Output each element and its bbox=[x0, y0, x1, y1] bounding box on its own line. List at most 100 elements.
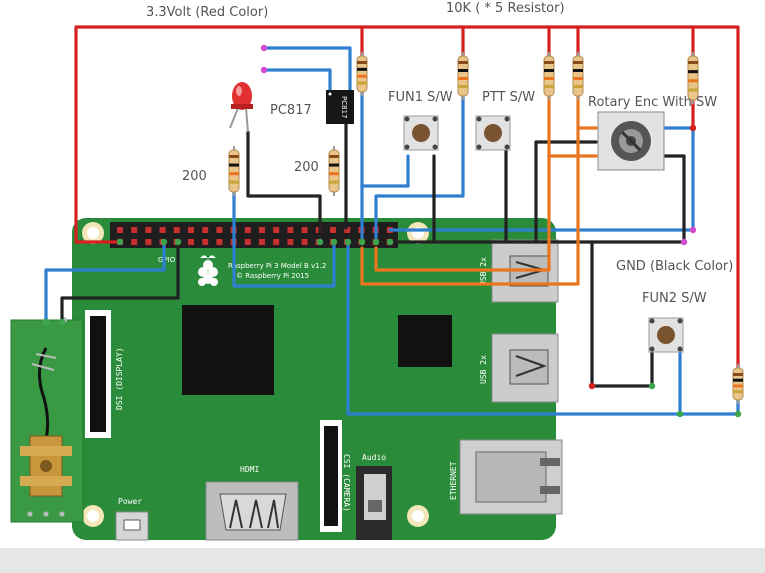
board-model: Raspberry Pi 3 Model B v1.2 bbox=[228, 262, 326, 270]
gpio-pin bbox=[131, 239, 138, 245]
label-fun2: FUN2 S/W bbox=[642, 291, 707, 306]
sma-connector-icon bbox=[20, 435, 72, 497]
gpio-pin bbox=[131, 227, 138, 233]
label-fun1: FUN1 S/W bbox=[388, 90, 453, 105]
gpio-pin bbox=[244, 239, 251, 245]
raspberry-pi-board: GPIO Raspberry Pi 3 Model B v1.2 © Raspb… bbox=[72, 218, 563, 541]
push-buttons bbox=[403, 115, 684, 353]
wire-blue-pc817-top bbox=[262, 46, 352, 94]
gpio-pin bbox=[145, 227, 152, 233]
gpio-pin bbox=[216, 239, 223, 245]
label-rotary: Rotary Enc With SW bbox=[588, 95, 717, 110]
wire-dot bbox=[680, 238, 688, 246]
gpio-pin bbox=[273, 239, 280, 245]
label-resistors: 10K ( * 5 Resistor) bbox=[446, 1, 565, 16]
wire-blue-led bbox=[232, 190, 336, 288]
resistor-icon bbox=[687, 52, 699, 104]
gpio-pin bbox=[202, 239, 209, 245]
label-red-wire: 3.3Volt (Red Color) bbox=[146, 5, 268, 20]
gpio-pin bbox=[145, 239, 152, 245]
wire-blue-pc817-mid bbox=[262, 68, 332, 94]
resistor-icon bbox=[457, 52, 469, 100]
label-gnd: GND (Black Color) bbox=[616, 259, 733, 274]
gpio-pin bbox=[216, 227, 223, 233]
dsi-connector: DSI (DISPLAY) bbox=[85, 310, 124, 438]
gpio-pin bbox=[159, 227, 166, 233]
usb-port-2: USB 2x bbox=[479, 333, 559, 403]
hdmi-port: HDMI bbox=[205, 465, 299, 541]
wire-dot bbox=[174, 238, 182, 246]
gpio-pin bbox=[287, 239, 294, 245]
gpio-header bbox=[110, 222, 398, 248]
wire-gnd-fun2 bbox=[590, 240, 654, 388]
svg-text:PC817: PC817 bbox=[340, 96, 348, 118]
wire-blue-ptt bbox=[374, 94, 465, 244]
fun2-button-icon bbox=[648, 317, 684, 353]
wire-dot bbox=[260, 44, 268, 52]
wire-orange-enc-b bbox=[360, 94, 580, 286]
soc-chip bbox=[182, 305, 274, 395]
csi-connector: CSI (CAMERA) bbox=[320, 420, 351, 532]
wire-gnd-module bbox=[60, 240, 180, 324]
svg-text:ETHERNET: ETHERNET bbox=[449, 461, 458, 500]
wire-gnd-encoder bbox=[534, 140, 598, 244]
resistor-icon bbox=[228, 146, 240, 196]
wire-dot bbox=[689, 226, 697, 234]
wire-dot bbox=[588, 382, 596, 390]
ptt-button-icon bbox=[475, 115, 511, 151]
gpio-pin bbox=[344, 227, 351, 233]
gpio-pin bbox=[188, 239, 194, 245]
gpio-pin bbox=[244, 227, 251, 233]
gpio-pin bbox=[259, 239, 265, 245]
wire-dot bbox=[386, 238, 394, 246]
svg-text:HDMI: HDMI bbox=[240, 465, 259, 474]
wire-dot bbox=[160, 238, 168, 246]
gpio-pin bbox=[287, 227, 294, 233]
pc817-chip: PC817 bbox=[326, 90, 354, 124]
power-port: Power bbox=[115, 497, 149, 541]
label-res-200-right: 200 bbox=[294, 160, 319, 175]
red-led-icon bbox=[229, 82, 253, 133]
wire-dot bbox=[689, 124, 697, 132]
rf-module-board bbox=[10, 317, 84, 523]
resistor-icon bbox=[328, 146, 340, 196]
wire-dot bbox=[372, 238, 380, 246]
wire-dot bbox=[344, 238, 352, 246]
board-copyright: © Raspberry Pi 2015 bbox=[236, 272, 309, 280]
label-res-200-left: 200 bbox=[182, 169, 207, 184]
wire-dot bbox=[316, 238, 324, 246]
wire-gnd-pc817 bbox=[246, 130, 322, 244]
svg-text:Power: Power bbox=[118, 497, 142, 506]
resistor-icon bbox=[543, 52, 555, 100]
wire-dot bbox=[734, 410, 742, 418]
ethernet-port: ETHERNET bbox=[449, 439, 563, 515]
wire-dot bbox=[330, 238, 338, 246]
svg-text:CSI (CAMERA): CSI (CAMERA) bbox=[342, 454, 351, 512]
wire-end-dots bbox=[42, 44, 742, 418]
audio-jack: Audio bbox=[356, 453, 392, 540]
lan-chip bbox=[398, 315, 452, 367]
wire-dot bbox=[676, 410, 684, 418]
wire-dot bbox=[58, 318, 66, 326]
gpio-pin bbox=[173, 227, 180, 233]
wire-blue-module bbox=[44, 240, 166, 324]
gpio-pin bbox=[301, 227, 308, 233]
wire-orange-enc-a bbox=[374, 94, 551, 272]
resistors bbox=[228, 52, 744, 404]
wire-blue-fun2 bbox=[346, 240, 740, 416]
wire-dot bbox=[358, 238, 366, 246]
label-ptt: PTT S/W bbox=[482, 90, 535, 105]
resistor-icon bbox=[356, 52, 368, 96]
wire-3v3-red bbox=[74, 25, 740, 370]
wire-blue-fun1 bbox=[360, 90, 410, 188]
wire-dot bbox=[42, 318, 50, 326]
gpio-pin bbox=[273, 227, 280, 233]
gpio-pin bbox=[259, 227, 265, 233]
svg-text:DSI (DISPLAY): DSI (DISPLAY) bbox=[115, 347, 124, 410]
raspberry-logo-icon bbox=[198, 255, 218, 286]
resistor-icon bbox=[572, 52, 584, 100]
gpio-pin bbox=[301, 239, 308, 245]
wire-blue-encoder-sw bbox=[388, 126, 695, 232]
wire-dot bbox=[648, 382, 656, 390]
